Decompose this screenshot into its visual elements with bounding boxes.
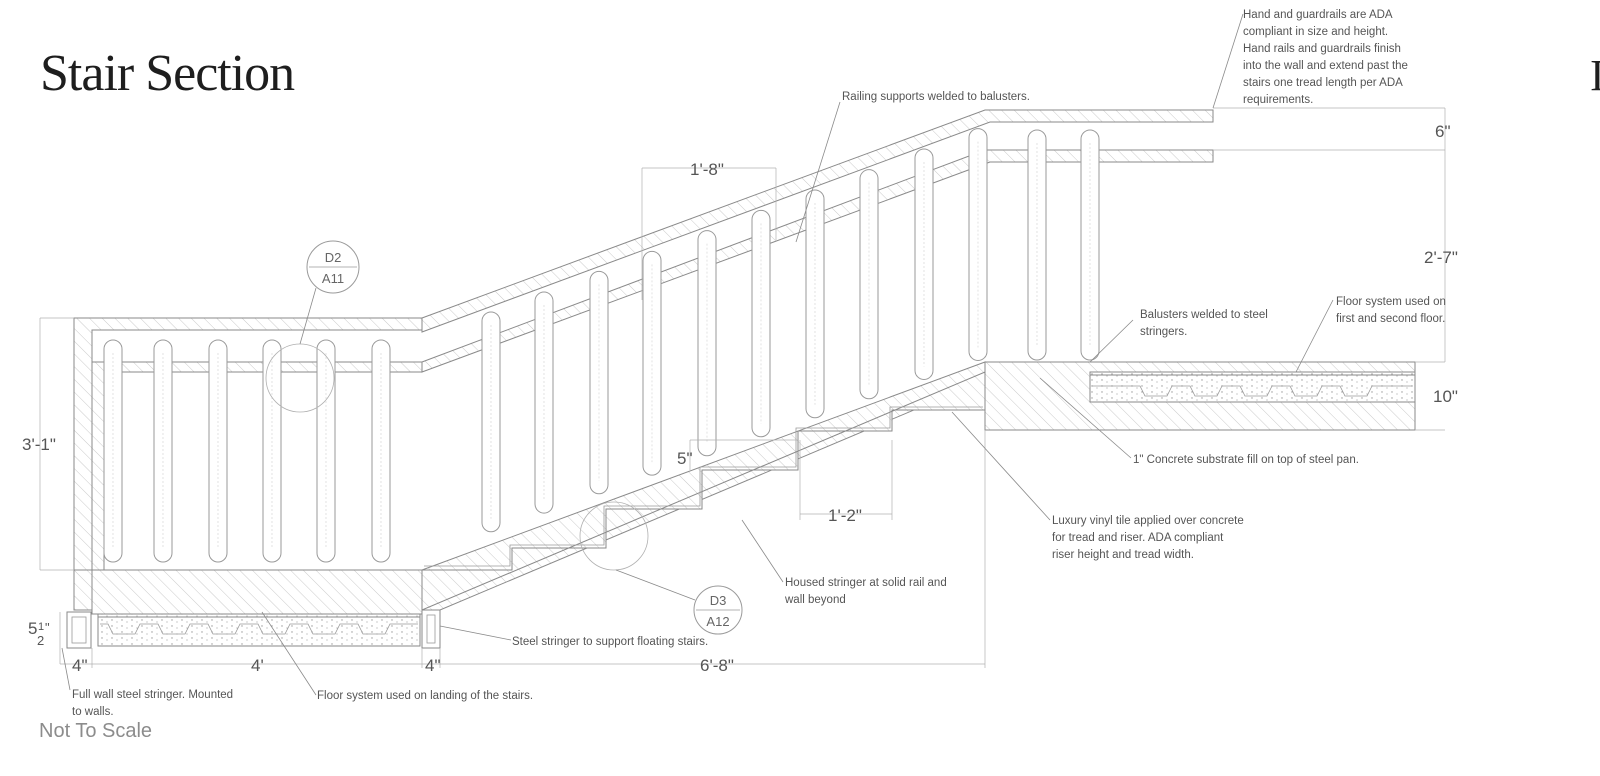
dim-landing-thickness-d: " bbox=[45, 620, 50, 635]
dim-riser: 5" bbox=[677, 449, 693, 468]
detail-tag-d2[interactable]: D2 A11 bbox=[265, 240, 360, 413]
dimension-lines bbox=[39, 107, 1446, 668]
stair-steps-profile bbox=[422, 372, 986, 571]
balusters bbox=[103, 128, 1100, 563]
landing-deck-profile bbox=[100, 623, 418, 635]
baluster bbox=[914, 148, 934, 380]
landing-floor-pan bbox=[97, 613, 421, 647]
dim-landing-thickness-c: 2 bbox=[37, 633, 44, 648]
detail-tag-d2-sheet: A11 bbox=[322, 271, 344, 286]
dim-tread: 1'-2" bbox=[828, 506, 862, 525]
dim-landing-thickness-b: 1 bbox=[38, 621, 44, 633]
page-title: Stair Section bbox=[40, 45, 295, 102]
dim-landing-thickness-a: 5 bbox=[28, 619, 37, 638]
dim-wall-stringer-width: 4" bbox=[72, 656, 88, 675]
dim-landing-length: 4' bbox=[251, 656, 264, 675]
baluster bbox=[589, 270, 609, 495]
baluster bbox=[968, 128, 988, 361]
detail-tag-d3-sheet: A12 bbox=[706, 614, 729, 629]
note-floor-landing: Floor system used on landing of the stai… bbox=[317, 690, 533, 702]
leader-lines bbox=[61, 13, 1334, 696]
upper-floor bbox=[984, 361, 1416, 431]
upper-floor-pan bbox=[1089, 371, 1416, 403]
dim-rail-spacing: 6" bbox=[1435, 122, 1451, 141]
dim-guard-height-lower: 3'-1" bbox=[22, 435, 56, 454]
baluster bbox=[697, 230, 717, 457]
note-concrete-fill: 1" Concrete substrate fill on top of ste… bbox=[1133, 454, 1359, 466]
detail-d3-callout-circle bbox=[579, 501, 649, 571]
note-railing-supports: Railing supports welded to balusters. bbox=[842, 91, 1030, 103]
dim-stringer-width: 4" bbox=[425, 656, 441, 675]
detail-tag-d3[interactable]: D3 A12 bbox=[579, 501, 743, 635]
lower-guardrail bbox=[73, 317, 423, 571]
detail-tag-d3-id: D3 bbox=[710, 593, 727, 608]
dim-run-length: 6'-8" bbox=[700, 656, 734, 675]
baluster bbox=[642, 250, 662, 476]
dim-floor-thickness: 10" bbox=[1433, 387, 1458, 406]
corner-mark: I bbox=[1590, 51, 1600, 100]
guardrail-top-rail bbox=[73, 317, 423, 571]
detail-tag-d2-id: D2 bbox=[325, 250, 342, 265]
landing-slab bbox=[91, 569, 423, 615]
note-steel-stringer: Steel stringer to support floating stair… bbox=[512, 636, 708, 648]
dim-rail-height-upper: 2'-7" bbox=[1424, 248, 1458, 267]
dim-baluster-spacing: 1'-8" bbox=[690, 160, 724, 179]
scale-note: Not To Scale bbox=[39, 720, 152, 742]
